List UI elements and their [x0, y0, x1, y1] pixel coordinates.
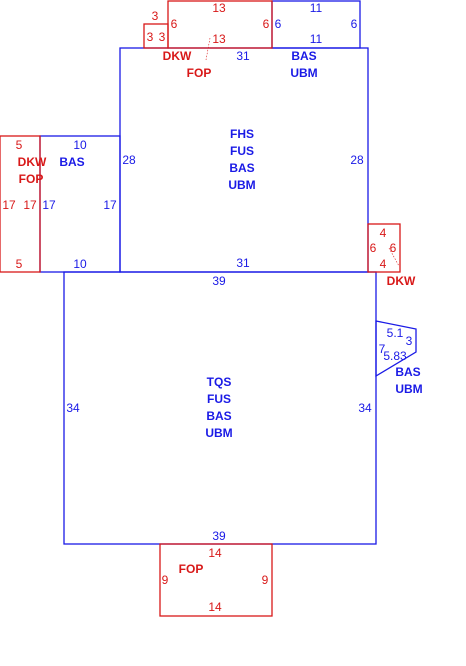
left-red-box-dim-bottom: 5	[16, 257, 23, 271]
left-red-box-dim-left: 17	[2, 198, 16, 212]
lower-main-dim-right: 34	[358, 401, 372, 415]
bay-window-dim-bottom: 5.83	[383, 349, 407, 363]
left-blue-box-dim-top: 10	[73, 138, 87, 152]
tiny-red-box-dim-right: 3	[159, 30, 166, 44]
top-right-box-code: BAS	[291, 49, 316, 63]
bay-window-dim-top: 5.1	[387, 326, 404, 340]
left-red-box-outline[interactable]	[0, 135, 41, 273]
lower-main-code: UBM	[205, 426, 232, 440]
left-blue-box-dim-bottom: 10	[73, 257, 87, 271]
top-red-box-code: DKW	[163, 49, 192, 63]
upper-main-code: BAS	[229, 161, 254, 175]
tiny-red-box-dim-left: 3	[147, 30, 154, 44]
upper-main-code: UBM	[228, 178, 255, 192]
upper-main-code: FHS	[230, 127, 254, 141]
upper-main-dim-top: 31	[236, 49, 250, 63]
top-red-box-dim-right: 6	[263, 17, 270, 31]
bay-window-outline[interactable]	[375, 320, 417, 378]
top-right-box-dim-right: 6	[351, 17, 358, 31]
tiny-red-box-outline[interactable]	[143, 23, 169, 49]
top-red-box-code: FOP	[187, 66, 212, 80]
bay-window-dim-left: 7	[379, 342, 386, 356]
lower-main-code: BAS	[206, 409, 231, 423]
left-blue-box-dim-right: 17	[103, 198, 117, 212]
lower-main-dim-left: 34	[66, 401, 80, 415]
bay-window-dim-right: 3	[406, 334, 413, 348]
bay-window-code: BAS	[395, 365, 420, 379]
right-red-box-dim-right: 6	[390, 241, 397, 255]
top-red-box-dim-left: 6	[171, 17, 178, 31]
lower-main-outline[interactable]	[63, 271, 377, 545]
bottom-red-box-outline[interactable]	[159, 543, 273, 617]
bottom-red-box-code: FOP	[179, 562, 204, 576]
left-red-box-dim-top: 5	[16, 138, 23, 152]
right-red-box-dim-left: 6	[370, 241, 377, 255]
lower-main-dim-top: 39	[212, 274, 226, 288]
top-red-box-dim-top: 13	[212, 1, 226, 15]
right-red-box-dim-top: 4	[380, 226, 387, 240]
upper-main-dim-bottom: 31	[236, 256, 250, 270]
left-red-box-code: FOP	[19, 172, 44, 186]
connector-tick	[388, 247, 400, 267]
upper-main-code: FUS	[230, 144, 254, 158]
bay-window-code: UBM	[395, 382, 422, 396]
top-right-box-dim-top: 11	[310, 1, 323, 15]
left-blue-box-code: BAS	[59, 155, 84, 169]
lower-main-code: TQS	[207, 375, 232, 389]
tiny-red-box-dim-top: 3	[152, 9, 159, 23]
lower-main-code: FUS	[207, 392, 231, 406]
right-red-box-code: DKW	[387, 274, 416, 288]
upper-main-dim-right: 28	[350, 153, 364, 167]
bottom-red-box-dim-left: 9	[162, 573, 169, 587]
lower-main-dim-bottom: 39	[212, 529, 226, 543]
right-red-box-outline[interactable]	[367, 223, 401, 273]
top-right-box-dim-left: 6	[275, 17, 282, 31]
upper-main-dim-left: 28	[122, 153, 136, 167]
top-right-box-code: UBM	[290, 66, 317, 80]
bottom-red-box-dim-right: 9	[262, 573, 269, 587]
left-red-box-dim-right: 17	[23, 198, 37, 212]
bottom-red-box-dim-top: 14	[208, 546, 222, 560]
left-red-box-code: DKW	[18, 155, 47, 169]
top-red-box-dim-bottom: 13	[212, 32, 226, 46]
connector-tick	[205, 37, 211, 61]
top-right-box-dim-bottom: 11	[310, 32, 323, 46]
left-blue-box-dim-left: 17	[42, 198, 56, 212]
upper-main-outline[interactable]	[119, 47, 369, 273]
bottom-red-box-dim-bottom: 14	[208, 600, 222, 614]
right-red-box-dim-bottom: 4	[380, 257, 387, 271]
